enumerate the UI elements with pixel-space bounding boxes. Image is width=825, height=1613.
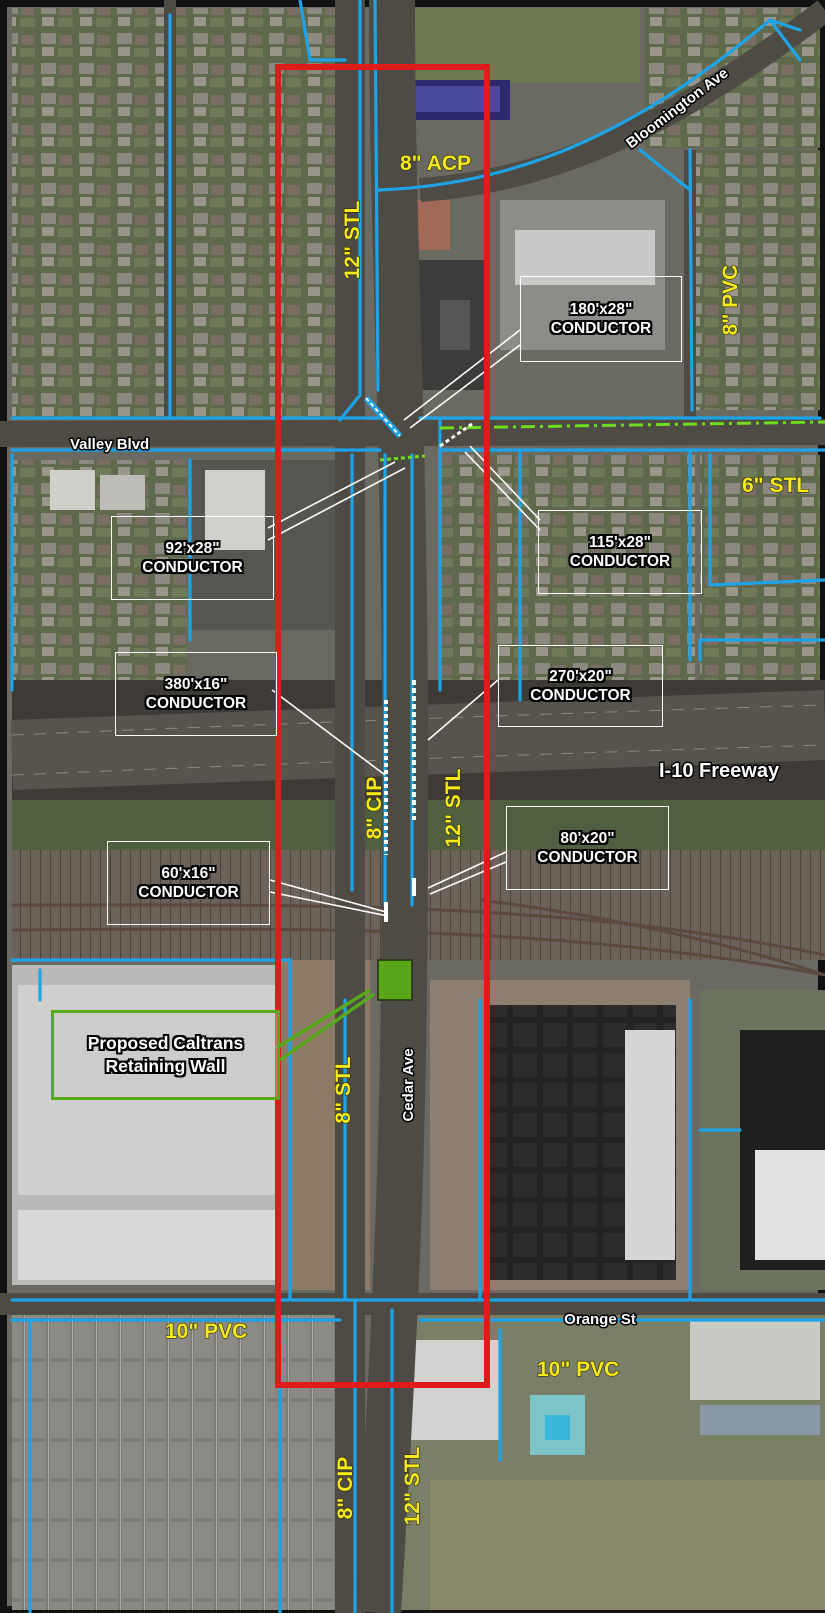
pipe-label-8in-cip-freeway: 8" CIP — [363, 777, 386, 839]
conductor-size: 380'x16" — [164, 676, 228, 693]
conductor-callout-60x16: 60'x16" CONDUCTOR — [107, 841, 270, 925]
street-label-freeway: I-10 Freeway — [659, 760, 780, 782]
conductor-label: CONDUCTOR — [530, 687, 631, 704]
conductor-label: CONDUCTOR — [145, 695, 247, 712]
conductor-label: CONDUCTOR — [569, 553, 671, 570]
conductor-callout-270x20: 270'x20" CONDUCTOR — [498, 645, 663, 727]
retaining-wall-subtitle: Retaining Wall — [105, 1056, 226, 1076]
conductor-label: CONDUCTOR — [138, 884, 239, 901]
project-boundary — [275, 64, 490, 1388]
pipe-label-12in-stl-north: 12" STL — [341, 200, 364, 279]
pipe-label-10in-pvc-east: 10" PVC — [537, 1358, 619, 1381]
conductor-size: 180'x28" — [569, 301, 633, 318]
pipe-label-8in-pvc-east: 8" PVC — [719, 265, 742, 336]
pipe-label-10in-pvc-west: 10" PVC — [165, 1320, 247, 1343]
conductor-callout-380x16: 380'x16" CONDUCTOR — [115, 652, 277, 736]
conductor-label: CONDUCTOR — [537, 849, 638, 866]
conductor-size: 80'x20" — [560, 830, 615, 847]
conductor-callout-115x28: 115'x28" CONDUCTOR — [538, 510, 702, 594]
water-main-network — [10, 0, 825, 1613]
pipe-label-8in-cip-south: 8" CIP — [334, 1457, 357, 1519]
pipe-label-12in-stl-south: 12" STL — [401, 1446, 424, 1525]
conductor-callout-180x28: 180'x28" CONDUCTOR — [520, 276, 682, 362]
conductor-size: 270'x20" — [549, 668, 612, 685]
retaining-wall-callout: Proposed Caltrans Retaining Wall — [51, 1010, 280, 1100]
retaining-wall-marker — [377, 959, 413, 1001]
pipe-label-12in-stl-freeway: 12" STL — [442, 768, 465, 847]
conductor-label: CONDUCTOR — [550, 320, 652, 337]
retaining-wall-title: Proposed Caltrans — [87, 1033, 244, 1053]
conductor-size: 92'x28" — [165, 540, 220, 557]
proposed-main-line — [439, 420, 825, 430]
pipe-label-8in-acp: 8" ACP — [400, 152, 471, 175]
conductor-size: 60'x16" — [161, 865, 216, 882]
conductor-segments — [363, 395, 473, 922]
street-label-cedar: Cedar Ave — [400, 1048, 417, 1121]
pipe-label-8in-stl-south: 8" STL — [332, 1056, 355, 1123]
conductor-label: CONDUCTOR — [142, 559, 243, 576]
pipe-label-6in-stl-east: 6" STL — [742, 474, 809, 497]
street-label-orange: Orange St — [564, 1311, 636, 1328]
conductor-size: 115'x28" — [589, 534, 651, 551]
conductor-callout-92x28: 92'x28" CONDUCTOR — [111, 516, 274, 600]
conductor-callout-80x20: 80'x20" CONDUCTOR — [506, 806, 669, 890]
street-label-valley: Valley Blvd — [70, 436, 149, 453]
